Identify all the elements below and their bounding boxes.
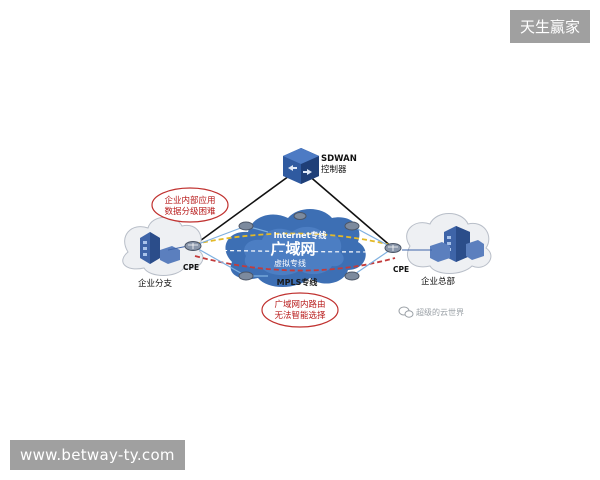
router-icon: [344, 221, 360, 231]
router-icon: [344, 271, 360, 281]
source-credit-text: 超级的云世界: [416, 307, 464, 317]
callout-top-line-1: 企业内部应用: [164, 195, 215, 206]
router-icon: [238, 271, 254, 281]
hq-cpe-icon: [384, 243, 402, 253]
branch-building-icon: [140, 232, 180, 264]
wan-routers: [238, 212, 360, 281]
wan-title: 广域网: [270, 240, 315, 258]
watermark-top-right: 天生赢家: [509, 10, 590, 43]
router-icon: [293, 212, 307, 220]
controller-to-hq-link: [299, 167, 394, 249]
virtual-line-label: 虚拟专线: [274, 258, 306, 268]
callout-bottom-line-2: 无法智能选择: [274, 310, 326, 321]
watermark-bottom-left: www.betway-ty.com: [10, 440, 185, 470]
branch-label: 企业分支: [138, 278, 173, 289]
internet-line: [194, 232, 396, 247]
wechat-icon: [398, 306, 414, 318]
controller-label: 控制器: [321, 164, 347, 175]
controller-name: SDWAN: [321, 154, 357, 164]
branch-cpe-icon: [184, 241, 202, 251]
callout-top: 企业内部应用 数据分级困难: [151, 187, 229, 223]
sdwan-controller-icon: [283, 148, 319, 184]
internet-line-label: Internet专线: [274, 230, 327, 240]
hq-label: 企业总部: [421, 276, 456, 287]
hq-building-icon: [430, 226, 484, 262]
branch-site: [122, 216, 204, 276]
callout-bottom-line-1: 广域网内路由: [274, 299, 325, 310]
callout-top-line-2: 数据分级困难: [164, 206, 216, 217]
virtual-line: [194, 249, 396, 253]
router-icon: [238, 221, 254, 231]
branch-cpe-label: CPE: [183, 263, 199, 272]
controller-to-branch-link: [192, 167, 301, 247]
mpls-line-label: MPLS专线: [277, 277, 318, 287]
hq-site: [402, 213, 492, 274]
source-credit: 超级的云世界: [398, 306, 464, 318]
hq-cpe-label: CPE: [393, 265, 409, 274]
callout-bottom: 广域网内路由 无法智能选择: [261, 292, 339, 328]
